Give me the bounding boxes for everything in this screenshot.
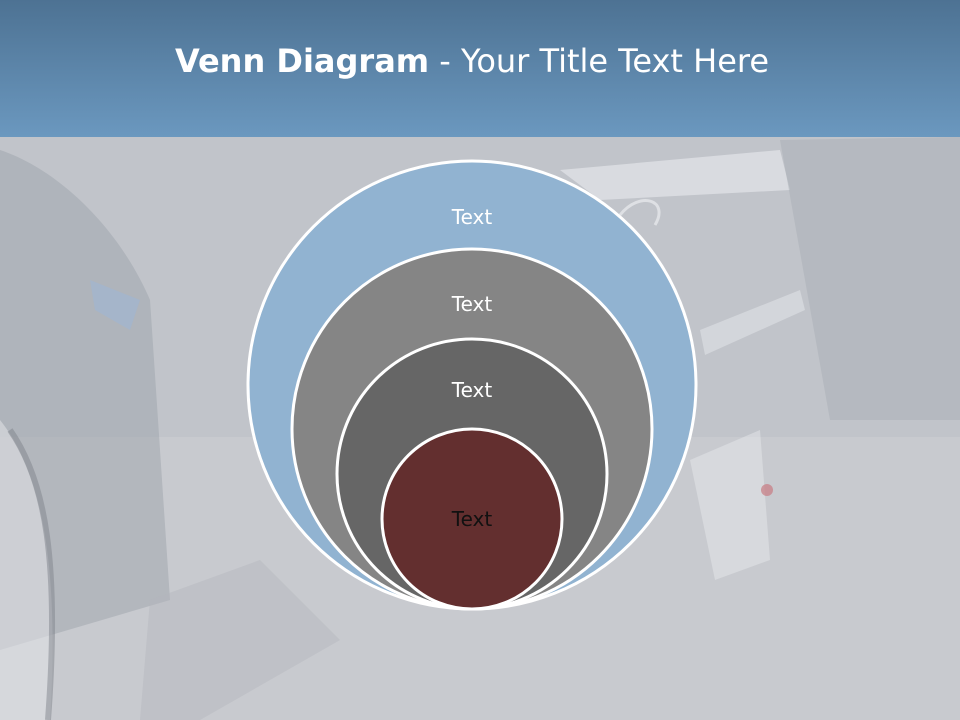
venn-label-third: Text [451, 378, 493, 402]
title-bar: Venn Diagram - Your Title Text Here [0, 0, 960, 137]
venn-label-second: Text [451, 292, 493, 316]
title-bold-text: Venn Diagram [174, 42, 430, 80]
venn-label-outer: Text [451, 205, 493, 229]
title-rest-text: - Your Title Text Here [429, 42, 770, 80]
venn-label-inner: Text [451, 507, 493, 531]
page-title: Venn Diagram - Your Title Text Here [0, 42, 944, 80]
venn-circle-inner[interactable] [380, 427, 564, 611]
